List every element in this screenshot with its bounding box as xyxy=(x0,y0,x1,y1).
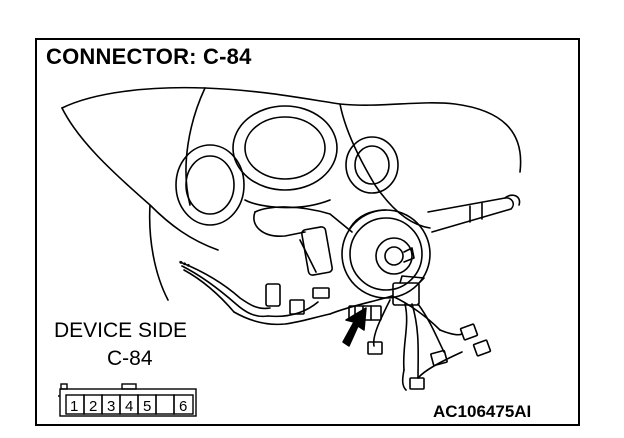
column-shroud xyxy=(254,206,353,233)
gauge-pod-right xyxy=(345,136,399,194)
connector-pin: 6 xyxy=(179,398,187,415)
connector-face: 1 2 3 4 5 6 xyxy=(58,383,197,417)
diagram-frame xyxy=(35,38,580,426)
connector-pin: 1 xyxy=(70,398,78,415)
gauge-pod-left xyxy=(175,144,245,226)
connector-pin: 3 xyxy=(107,398,115,415)
connector-title: CONNECTOR: C-84 xyxy=(46,44,252,69)
pointer-arrow xyxy=(342,307,367,347)
dashboard-outline xyxy=(61,86,522,173)
gauge-pod-center xyxy=(232,105,338,191)
device-connector-code: C-84 xyxy=(107,347,153,370)
connector-pin: 2 xyxy=(89,398,97,415)
dashboard-lower-edge xyxy=(61,107,219,251)
figure-id: AC106475AI xyxy=(433,402,532,421)
device-side-label: DEVICE SIDE xyxy=(54,319,188,342)
connector-pin: 5 xyxy=(143,398,151,415)
connector-pin: 4 xyxy=(125,398,133,415)
harness-wire xyxy=(179,261,271,310)
